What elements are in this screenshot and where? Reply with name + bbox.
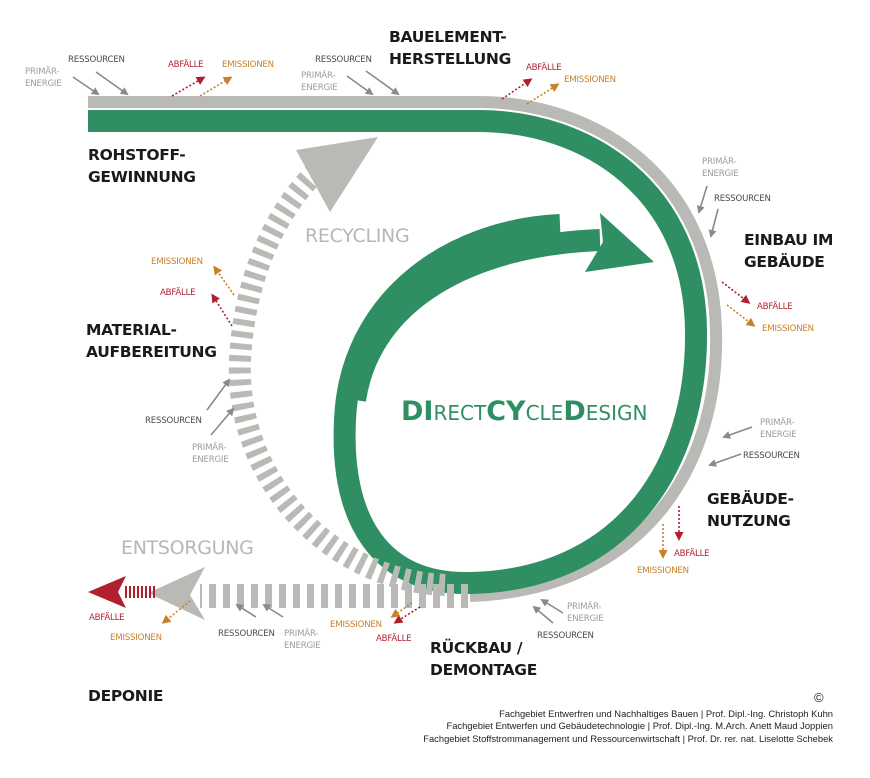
stage-rueckbau-line2: DEMONTAGE — [430, 661, 537, 679]
label-emissionen: EMISSIONEN — [564, 75, 616, 85]
label-ressourcen: RESSOURCEN — [68, 55, 125, 65]
directcycledesign-logo: DIRECTCYCLEDESIGN — [401, 396, 647, 427]
label-emissionen: EMISSIONEN — [222, 60, 274, 70]
stage-nutzung: GEBÄUDE- NUTZUNG — [707, 489, 799, 530]
green-band-main — [88, 110, 708, 595]
logo-part: DI — [401, 396, 433, 427]
label-ressourcen: RESSOURCEN — [743, 451, 800, 461]
gray-band-main — [88, 96, 723, 602]
label-primaerenergie: PRIMÄR-ENERGIE — [284, 628, 320, 651]
credits-block: Fachgebiet Entwerfren und Nachhaltiges B… — [423, 708, 833, 745]
label-emissionen: EMISSIONEN — [330, 620, 382, 630]
credit-line: Fachgebiet Entwerfen und Gebäudetechnolo… — [446, 720, 833, 732]
green-cycle-arrowhead — [585, 213, 654, 272]
label-ressourcen: RESSOURCEN — [145, 416, 202, 426]
flow-arrows — [72, 70, 756, 624]
label-abfaelle: ABFÄLLE — [89, 612, 124, 623]
label-primaerenergie: PRIMÄR-ENERGIE — [301, 70, 337, 93]
logo-part: ESIGN — [586, 401, 648, 425]
stage-deponie: DEPONIE — [88, 687, 163, 705]
label-primaerenergie: PRIMÄR-ENERGIE — [25, 66, 61, 89]
flow-labels: PRIMÄR-ENERGIE RESSOURCEN ABFÄLLE EMISSI… — [25, 55, 814, 651]
credit-line: Fachgebiet Entwerfren und Nachhaltiges B… — [499, 708, 833, 719]
label-abfaelle: ABFÄLLE — [526, 62, 561, 73]
logo-part: CY — [486, 396, 526, 427]
stage-bauelement-line2: HERSTELLUNG — [389, 50, 511, 68]
label-ressourcen: RESSOURCEN — [537, 631, 594, 641]
label-abfaelle: ABFÄLLE — [160, 287, 195, 298]
label-ressourcen: RESSOURCEN — [315, 55, 372, 65]
credit-line: Fachgebiet Stoffstrommanagement und Ress… — [423, 732, 833, 744]
label-emissionen: EMISSIONEN — [110, 633, 162, 643]
logo-part: D — [563, 396, 585, 427]
stage-einbau-line2: GEBÄUDE — [744, 252, 825, 271]
deponie-red-arrowhead — [88, 576, 126, 608]
stage-nutzung-line2: NUTZUNG — [707, 512, 791, 530]
stage-rueckbau-line1: RÜCKBAU / — [430, 638, 523, 657]
label-emissionen: EMISSIONEN — [151, 257, 203, 267]
stage-rohstoff-line2: GEWINNUNG — [88, 168, 196, 186]
stage-rueckbau: RÜCKBAU / DEMONTAGE — [430, 638, 537, 679]
recycling-arrowhead — [296, 137, 378, 212]
logo-part: CLE — [526, 401, 564, 425]
stage-bauelement: BAUELEMENT- HERSTELLUNG — [389, 28, 512, 68]
stage-aufbereitung-line2: AUFBEREITUNG — [86, 343, 217, 361]
stage-rohstoff-line1: ROHSTOFF- — [88, 146, 185, 164]
copyright-symbol: © — [814, 690, 824, 705]
stage-einbau: EINBAU IM GEBÄUDE — [744, 231, 838, 271]
label-primaerenergie: PRIMÄR-ENERGIE — [192, 442, 228, 465]
label-abfaelle: ABFÄLLE — [757, 301, 792, 312]
entsorgung-arrowhead — [148, 567, 205, 620]
stage-bauelement-line1: BAUELEMENT- — [389, 28, 506, 46]
recycling-label: RECYCLING — [305, 225, 409, 247]
label-emissionen: EMISSIONEN — [762, 324, 814, 334]
label-primaerenergie: PRIMÄR-ENERGIE — [760, 417, 796, 440]
label-ressourcen: RESSOURCEN — [714, 194, 771, 204]
stage-nutzung-line1: GEBÄUDE- — [707, 489, 794, 508]
stage-einbau-line1: EINBAU IM — [744, 231, 833, 249]
entsorgung-label: ENTSORGUNG — [121, 537, 254, 559]
label-abfaelle: ABFÄLLE — [168, 59, 203, 70]
logo-part: RECT — [433, 401, 486, 425]
label-primaerenergie: PRIMÄR-ENERGIE — [567, 601, 603, 624]
green-inner-arc — [344, 229, 601, 402]
label-primaerenergie: PRIMÄR-ENERGIE — [702, 156, 738, 179]
label-emissionen: EMISSIONEN — [637, 566, 689, 576]
label-abfaelle: ABFÄLLE — [674, 548, 709, 559]
stage-aufbereitung-line1: MATERIAL- — [86, 321, 177, 339]
label-abfaelle: ABFÄLLE — [376, 633, 411, 644]
stage-aufbereitung: MATERIAL- AUFBEREITUNG — [86, 321, 217, 361]
label-ressourcen: RESSOURCEN — [218, 629, 275, 639]
stage-rohstoff: ROHSTOFF- GEWINNUNG — [88, 146, 196, 186]
